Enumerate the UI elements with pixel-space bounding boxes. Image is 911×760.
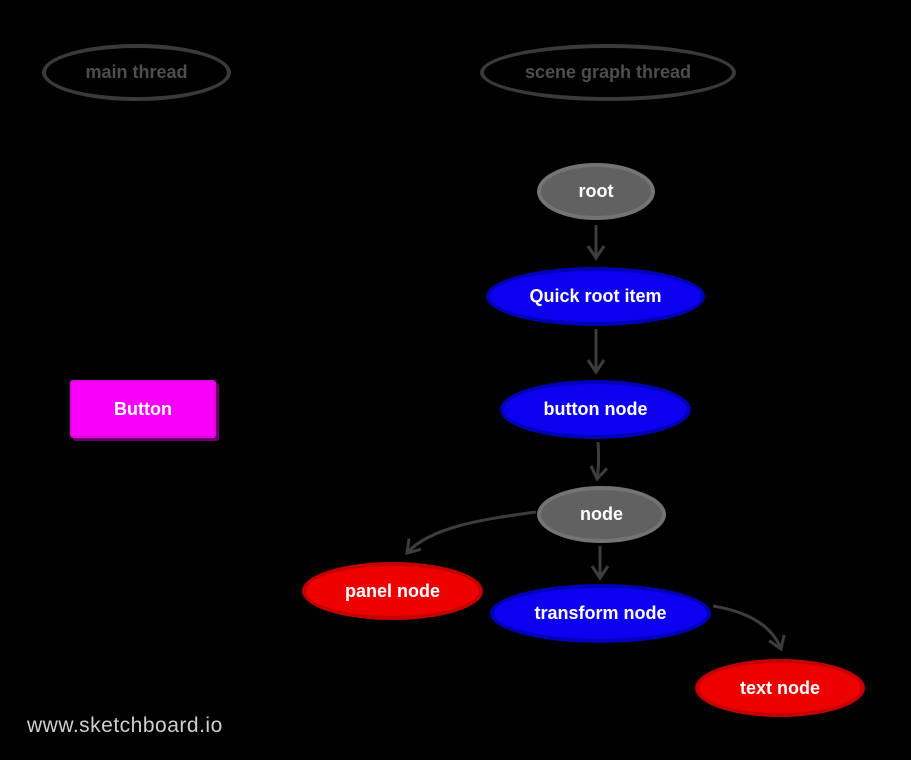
node-panel-node[interactable]: panel node bbox=[302, 562, 483, 620]
main-thread-ellipse[interactable]: main thread bbox=[42, 44, 231, 101]
arrow-button-node-to-node[interactable] bbox=[589, 441, 608, 482]
scene-graph-thread-label: scene graph thread bbox=[524, 62, 692, 82]
arrow-transform-node-to-text-node[interactable] bbox=[712, 604, 786, 652]
main-thread-label: main thread bbox=[85, 62, 188, 82]
node-node[interactable]: node bbox=[537, 486, 666, 543]
node-transform-node-label: transform node bbox=[534, 603, 667, 623]
scene-graph-thread-ellipse[interactable]: scene graph thread bbox=[480, 44, 736, 101]
arrow-node-to-panel-node[interactable] bbox=[405, 510, 537, 556]
node-quick-root-item-label: Quick root item bbox=[529, 286, 662, 306]
sketchboard-watermark: www.sketchboard.io bbox=[27, 714, 223, 737]
button-rectangle-label: Button bbox=[114, 398, 172, 419]
node-text-node[interactable]: text node bbox=[695, 659, 865, 717]
node-root[interactable]: root bbox=[537, 163, 655, 220]
node-root-label: root bbox=[578, 181, 614, 201]
node-button-node-label: button node bbox=[543, 399, 648, 419]
node-text-node-label: text node bbox=[739, 677, 820, 698]
button-rectangle[interactable]: Button bbox=[70, 380, 216, 438]
node-transform-node[interactable]: transform node bbox=[490, 584, 711, 643]
node-quick-root-item[interactable]: Quick root item bbox=[486, 267, 705, 326]
node-button-node[interactable]: button node bbox=[500, 380, 691, 439]
node-node-label: node bbox=[580, 504, 623, 524]
node-panel-node-label: panel node bbox=[344, 580, 440, 601]
